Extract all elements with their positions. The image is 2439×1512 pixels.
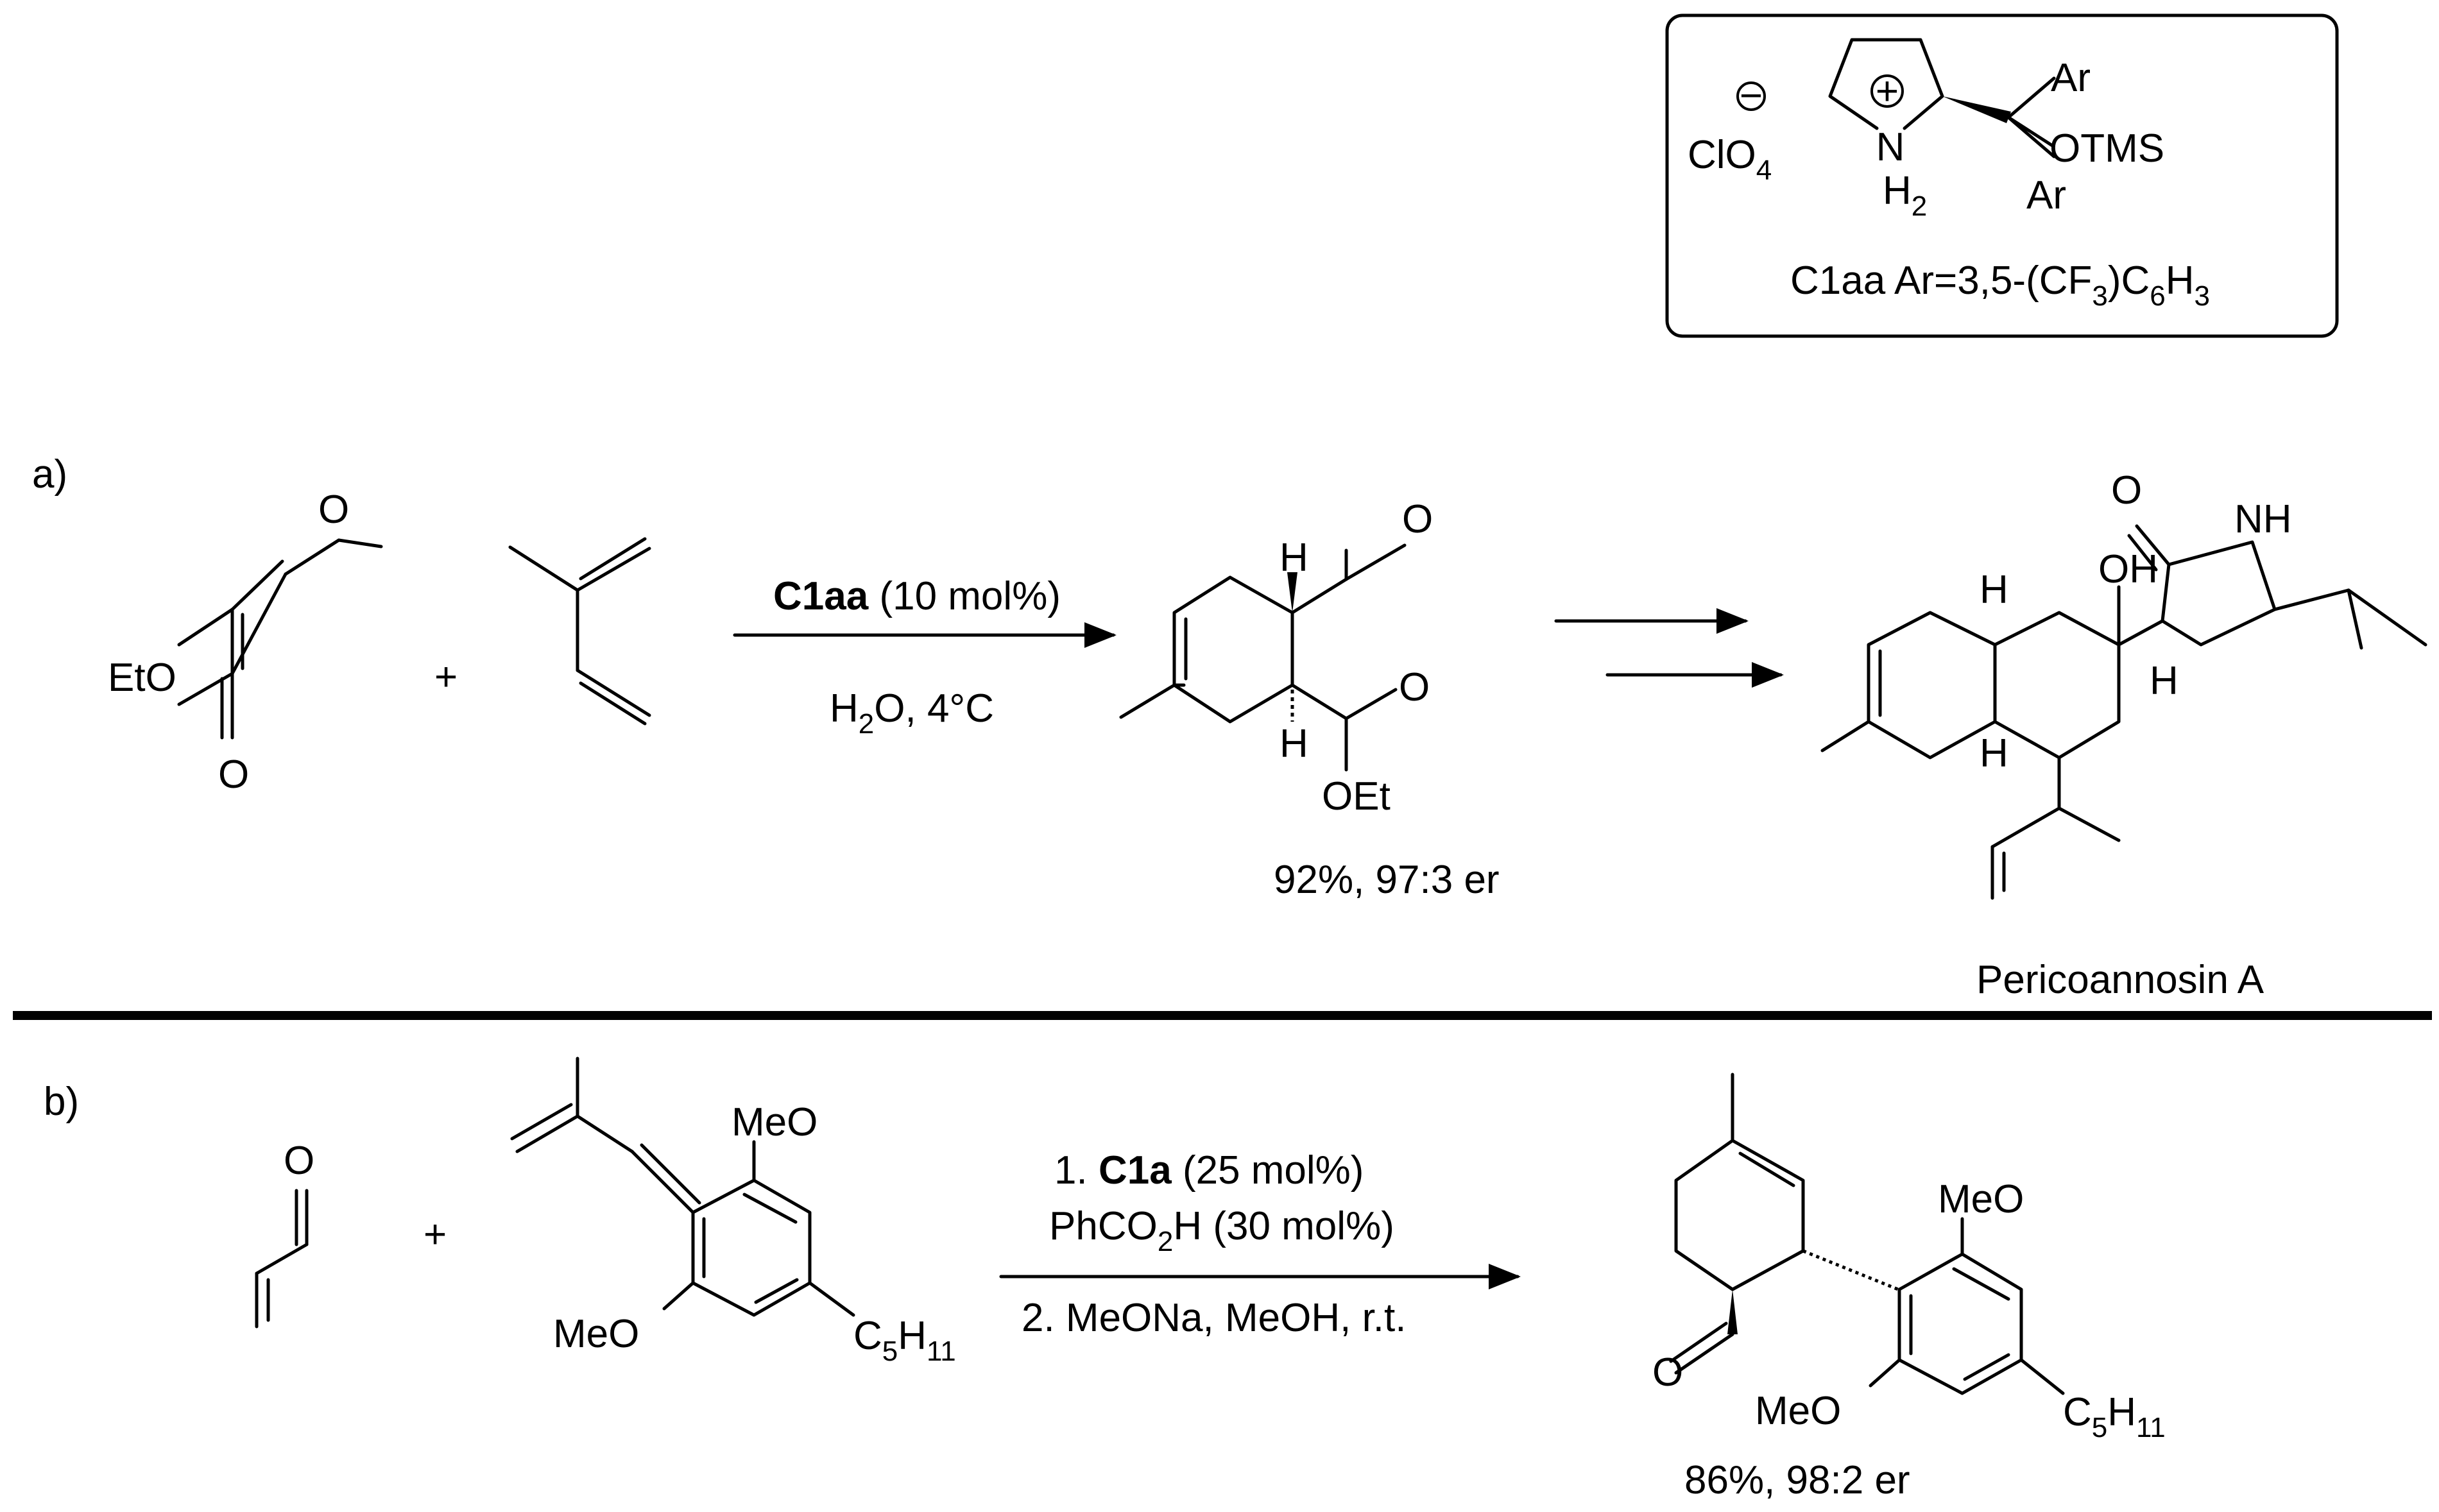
- pericoannosin-h-bottom: H: [1980, 731, 2008, 776]
- section-a: a) EtO O O + C1aa: [32, 452, 2427, 1002]
- product-b-oxygen: O: [1652, 1350, 1683, 1395]
- product-cyclohexene-a: O O OEt H H: [1119, 497, 1433, 819]
- aryl-meo-bottom: MeO: [553, 1312, 639, 1356]
- lactam-oxygen: O: [2111, 468, 2142, 513]
- reactant-ethyl-oxobutenoate: EtO O O: [108, 488, 383, 797]
- section-b-label: b): [44, 1080, 79, 1124]
- ring-nitrogen: N: [1876, 125, 1905, 169]
- perchlorate-label: ClO4: [1688, 133, 1772, 186]
- section-b: b) O + MeO MeO C5H: [44, 1057, 2166, 1502]
- plus-sign-b: +: [424, 1212, 447, 1257]
- catalyst-caption: C1aa Ar=3,5-(CF3)C6H3: [1790, 259, 2210, 312]
- pericoannosin-a-structure: O NH OH H H H: [1820, 468, 2427, 900]
- aryl-meo-top: MeO: [732, 1100, 817, 1144]
- product-cannabinoid-precursor: O MeO MeO C5H11: [1652, 1073, 2166, 1443]
- charge-plus: +: [1876, 69, 1899, 114]
- product-a-ester-o: O: [1399, 665, 1430, 709]
- ar-bottom-label: Ar: [2026, 173, 2066, 217]
- yield-a: 92%, 97:3 er: [1274, 858, 1500, 902]
- conditions-a-solvent: H2O, 4°C: [830, 686, 994, 740]
- product-a-aldehyde-o: O: [1402, 497, 1433, 541]
- natural-product-name: Pericoannosin A: [1976, 958, 2264, 1002]
- charge-minus: −: [1740, 74, 1763, 118]
- eto-label: EtO: [108, 656, 176, 700]
- section-a-label: a): [32, 452, 67, 497]
- product-a-oet: OEt: [1322, 774, 1391, 819]
- reactant-aryl-diene: MeO MeO C5H11: [510, 1057, 956, 1367]
- ar-top-label: Ar: [2051, 56, 2091, 100]
- reactant-acrolein: O: [255, 1139, 314, 1329]
- lactam-nh: NH: [2234, 497, 2292, 541]
- aldehyde-oxygen: O: [318, 488, 349, 532]
- yield-b: 86%, 98:2 er: [1684, 1458, 1910, 1502]
- product-a-h-bottom: H: [1279, 722, 1308, 766]
- conditions-b-step1: 1. C1a (25 mol%): [1054, 1148, 1364, 1193]
- pericoannosin-h-ring: H: [2150, 659, 2178, 703]
- product-a-h-top: H: [1279, 536, 1308, 580]
- conditions-b-step2: 2. MeONa, MeOH, r.t.: [1022, 1296, 1406, 1340]
- aryl-pentyl: C5H11: [853, 1314, 956, 1367]
- pyrrolidine-ring: [1828, 38, 1944, 130]
- plus-sign-a: +: [434, 655, 458, 699]
- reactant-isoprene: [508, 537, 651, 726]
- catalyst-box: − ClO4 + N H2 Ar OTMS Ar C1aa Ar=3,5-(CF…: [1665, 13, 2339, 338]
- conditions-a-catalyst: C1aa (10 mol%): [773, 574, 1061, 618]
- product-b-meo-bottom: MeO: [1755, 1389, 1841, 1433]
- conditions-b-acid: PhCO2H (30 mol%): [1049, 1204, 1394, 1257]
- product-b-meo-top: MeO: [1938, 1177, 2024, 1221]
- otms-label: OTMS: [2050, 126, 2164, 171]
- pericoannosin-h-top: H: [1980, 568, 2008, 612]
- acrolein-oxygen: O: [284, 1139, 314, 1183]
- wedge-bond: [1942, 96, 2011, 123]
- nh2-label: H2: [1883, 169, 1927, 222]
- hydroxyl-oh: OH: [2098, 547, 2158, 591]
- product-b-pentyl: C5H11: [2063, 1390, 2166, 1443]
- ester-oxygen: O: [218, 752, 249, 797]
